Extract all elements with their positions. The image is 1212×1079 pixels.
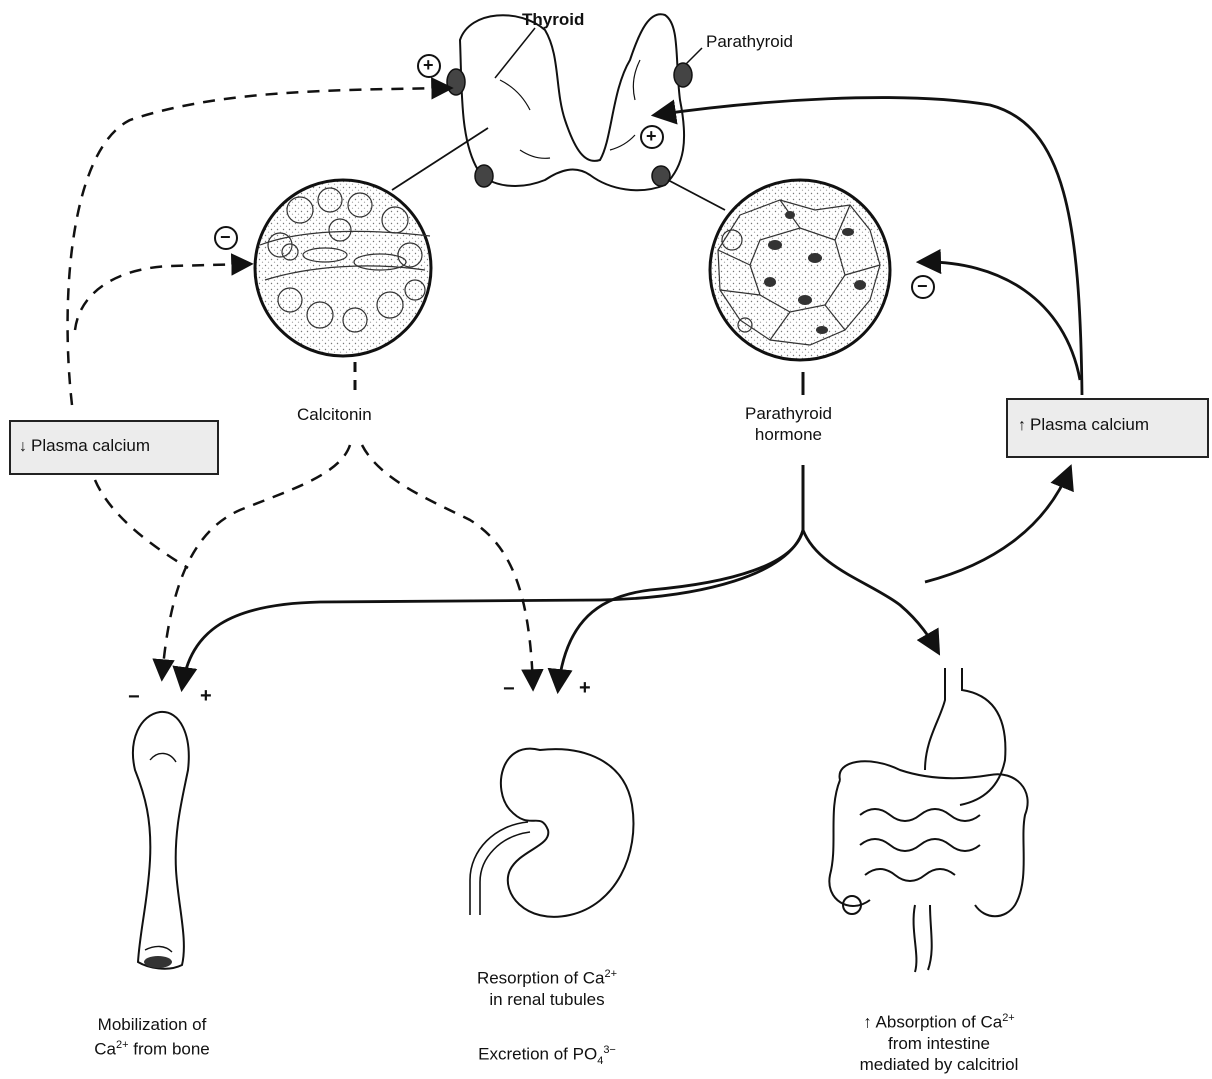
high-calcium-to-parathyroid-cells [920, 262, 1080, 380]
minus-sign-c-cells: − [220, 227, 231, 247]
parathyroid-hormone-line2: hormone [745, 424, 832, 445]
calcitonin-to-kidney [362, 445, 533, 688]
kidney-caption-line2: in renal tubules [452, 989, 642, 1010]
thyroid-label: Thyroid [522, 9, 584, 30]
low-plasma-calcium-text: Plasma calcium [31, 436, 150, 455]
bone-caption-line1: Mobilization of [78, 1014, 226, 1035]
plus-sign-parathyroid-right: + [646, 126, 657, 146]
thyroid-gland [460, 14, 684, 190]
calcitonin-to-bone [162, 445, 350, 678]
plus-sign-thyroid-left: + [423, 55, 434, 75]
bone-caption-line2: Ca2+ from bone [78, 1035, 226, 1060]
kidney-caption-excretion: Excretion of PO43− [452, 1040, 642, 1072]
intestine-caption-line2: from intestine [826, 1033, 1052, 1054]
pth-to-kidney [558, 530, 803, 690]
bone-caption: Mobilization of Ca2+ from bone [78, 1014, 226, 1060]
down-arrow-icon: ↓ [19, 438, 27, 455]
intestine-caption-line3: mediated by calcitriol [826, 1054, 1052, 1075]
arrow-low-calcium-to-c-cells [75, 264, 250, 330]
intestine-to-high-calcium [925, 468, 1070, 582]
minus-sign-parathyroid-cells: − [917, 276, 928, 296]
parathyroid-hormone-line1: Parathyroid [745, 403, 832, 424]
kidney-plus-sign: + [579, 678, 591, 698]
up-arrow-icon: ↑ [1018, 417, 1026, 434]
parathyroid-magnification [710, 180, 890, 360]
c-cell-magnification [255, 180, 431, 356]
high-plasma-calcium-box: ↑Plasma calcium [1006, 398, 1209, 458]
kidney-caption-line1: Resorption of Ca2+ [452, 964, 642, 989]
kidney-caption: Resorption of Ca2+ in renal tubules [452, 964, 642, 1010]
bone-illustration [133, 712, 189, 969]
parathyroid-hormone-label: Parathyroid hormone [745, 403, 832, 445]
calcitonin-label: Calcitonin [297, 404, 372, 425]
intestine-caption: ↑ Absorption of Ca2+ from intestine medi… [826, 1008, 1052, 1075]
bone-minus-sign: − [128, 687, 140, 707]
low-calcium-bottom-dashed [95, 480, 188, 568]
kidney-illustration [470, 749, 633, 917]
kidney-minus-sign: − [503, 679, 515, 699]
parathyroid-label: Parathyroid [706, 31, 793, 52]
parathyroid-connector [668, 180, 725, 210]
intestine-illustration [829, 668, 1027, 972]
pth-to-bone [182, 530, 803, 688]
parathyroid-leader [686, 48, 702, 64]
pth-to-intestine [803, 530, 938, 652]
bone-plus-sign: + [200, 686, 212, 706]
high-plasma-calcium-text: Plasma calcium [1030, 415, 1149, 434]
low-plasma-calcium-box: ↓Plasma calcium [9, 420, 219, 475]
intestine-caption-line1: ↑ Absorption of Ca2+ [826, 1008, 1052, 1033]
